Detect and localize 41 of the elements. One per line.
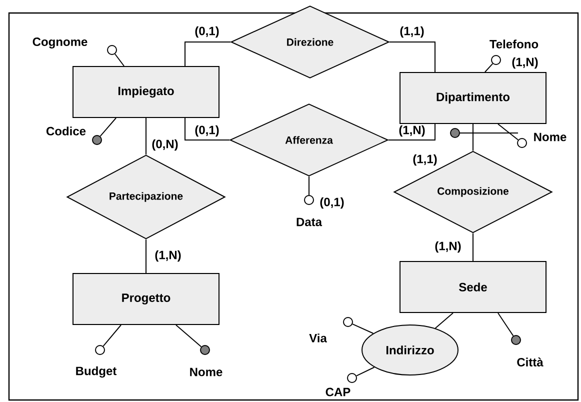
- attribute-label: Via: [309, 334, 327, 342]
- cardinality-label: (1,1): [412, 153, 438, 167]
- connector-line: [176, 324, 202, 348]
- attribute-label: CAP: [326, 388, 350, 396]
- connector-line: [352, 324, 374, 334]
- connector-line: [308, 176, 310, 196]
- connector-line: [484, 63, 494, 72]
- attribute-label: Telefono: [490, 40, 538, 48]
- cardinality-label: (0,1): [194, 124, 220, 138]
- connector-line: [388, 124, 436, 140]
- entity-box: Impiegato: [72, 66, 220, 118]
- connector-line: [184, 118, 230, 140]
- connector-line: [356, 366, 375, 376]
- entity-box: Sede: [400, 261, 546, 313]
- connector-line: [102, 324, 122, 347]
- entity-box: Dipartimento: [400, 72, 546, 124]
- cardinality-label: (1,N): [434, 240, 462, 254]
- cardinality-label: (0,1): [318, 196, 346, 210]
- cardinality-label: (1,N): [398, 124, 426, 138]
- attribute-label: Città: [517, 358, 544, 366]
- cardinality-label: (1,1): [398, 25, 426, 39]
- connector-line: [114, 54, 124, 66]
- cardinality-label: (1,N): [510, 56, 540, 70]
- connector-line: [498, 312, 514, 336]
- attribute-label: Nome: [534, 132, 566, 142]
- attribute-label: Cognome: [32, 38, 88, 48]
- cardinality-label: (0,1): [194, 25, 220, 39]
- connector-line: [472, 232, 474, 262]
- connector-line: [389, 42, 436, 72]
- connector-line: [472, 124, 474, 152]
- connector-line: [184, 42, 231, 66]
- attribute-label: Budget: [76, 366, 117, 378]
- connector-line: [498, 124, 519, 140]
- attribute-label: Nome: [190, 368, 222, 376]
- cardinality-label: (1,N): [154, 249, 182, 263]
- connector-line: [434, 312, 454, 329]
- attribute-label: Data: [296, 218, 322, 226]
- entity-box: Progetto: [72, 273, 220, 325]
- cardinality-label: (0,N): [150, 138, 180, 152]
- connector-line: [100, 118, 116, 137]
- attribute-label: Codice: [46, 126, 86, 136]
